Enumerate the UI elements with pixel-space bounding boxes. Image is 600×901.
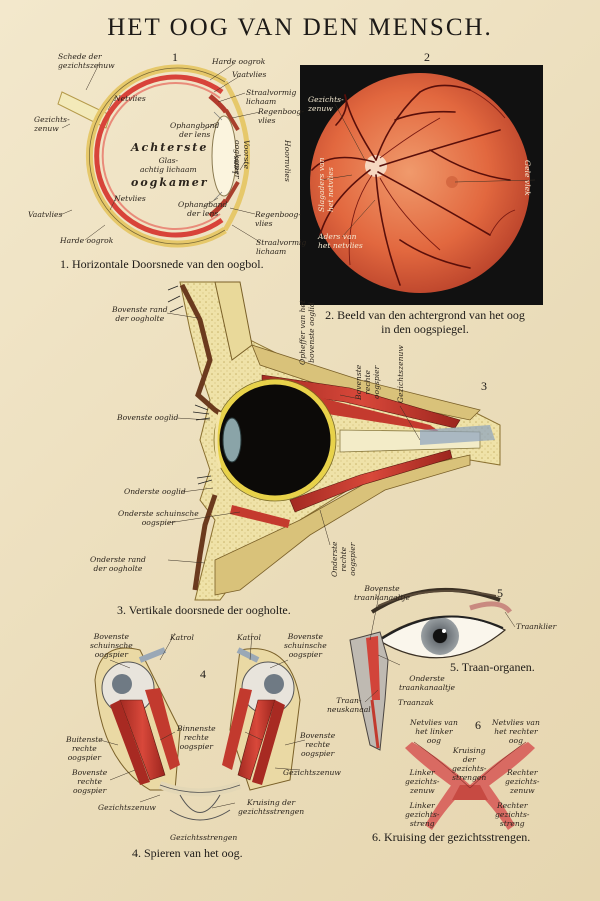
fig3-label-gezichtszenuw: Gezichtszenuw [396,345,405,403]
fig6-chiasm [405,741,535,830]
fig2-fundus-view [300,65,543,305]
fig1-label-oogkamer: oogkamer [131,176,209,189]
fig5-label-traan-neuskanaal: Traan-neuskanaal [327,696,371,714]
fig1-label-glasachtig: Glas-achtig lichaam [140,156,197,174]
fig1-label-netvlies-bottom: Netvlies [114,194,146,203]
fig6-caption: 6. Kruising der gezichtsstrengen. [372,830,531,844]
fig3-label-bovenste-ooglid: Bovenste ooglid [117,413,179,422]
fig4-label-gezichtszenuw-right: Gezichtszenuw [283,768,341,777]
fig5-caption: 5. Traan-organen. [450,660,535,674]
fig2-caption-line2: in den oogspiegel. [381,322,469,336]
fig1-label-harde-oogrok-bottom: Harde oogrok [60,236,114,245]
fig5-tear-organs [349,587,513,751]
fig1-caption: 1. Horizontale Doorsnede van den oogbol. [60,257,264,271]
fig1-label-regenboog-top: Regenboog-vlies [258,107,304,125]
fig4-label-gezichtszenuw-left: Gezichtszenuw [98,803,156,812]
fig3-number: 3 [481,379,487,393]
fig1-label-achterste: Achterste [131,141,209,154]
leader-lines [59,61,536,809]
fig4-label-katrol-right: Katrol [237,633,261,642]
fig3-label-onderste-ooglid: Onderste ooglid [124,487,186,496]
fig2-caption-line1: 2. Beeld van den achtergrond van het oog [325,308,525,322]
fig5-label-traanzak: Traanzak [398,698,434,707]
fig1-label-gezichtszenuw: Gezichts-zenuw [34,115,70,133]
fig1-eyeball-section [57,64,250,248]
fig3-caption: 3. Vertikale doorsnede der oogholte. [117,603,291,617]
fig2-label-gele-vlek: Gele vlek [523,160,532,196]
fig4-label-gezichtsstrengen: Gezichtsstrengen [170,833,238,842]
fig3-orbit-section [167,281,501,601]
fig2-label-gezichtszenuw: Gezichts-zenuw [308,95,344,113]
fig1-label-vaatvlies-top: Vaatvlies [232,70,267,79]
fig1-label-netvlies-top: Netvlies [114,94,146,103]
fig1-number: 1 [172,50,178,64]
plate-title: HET OOG VAN DEN MENSCH. [107,14,493,41]
fig1-label-vaatvlies-bottom: Vaatvlies [28,210,63,219]
fig1-label-hoornvlies: Hoornvlies [283,140,292,182]
fig5-number: 5 [497,586,503,600]
fig2-number: 2 [424,50,430,64]
fig4-caption: 4. Spieren van het oog. [132,846,243,860]
fig4-number: 4 [200,667,206,681]
fig4-eye-muscles [94,647,301,821]
fig6-number: 6 [475,718,481,732]
fig5-label-traanklier: Traanklier [516,622,557,631]
fig1-label-regenboog-bottom: Regenboog-vlies [255,210,301,228]
fig1-label-harde-oogrok-top: Harde oogrok [212,57,266,66]
fig4-label-katrol-left: Katrol [170,633,194,642]
